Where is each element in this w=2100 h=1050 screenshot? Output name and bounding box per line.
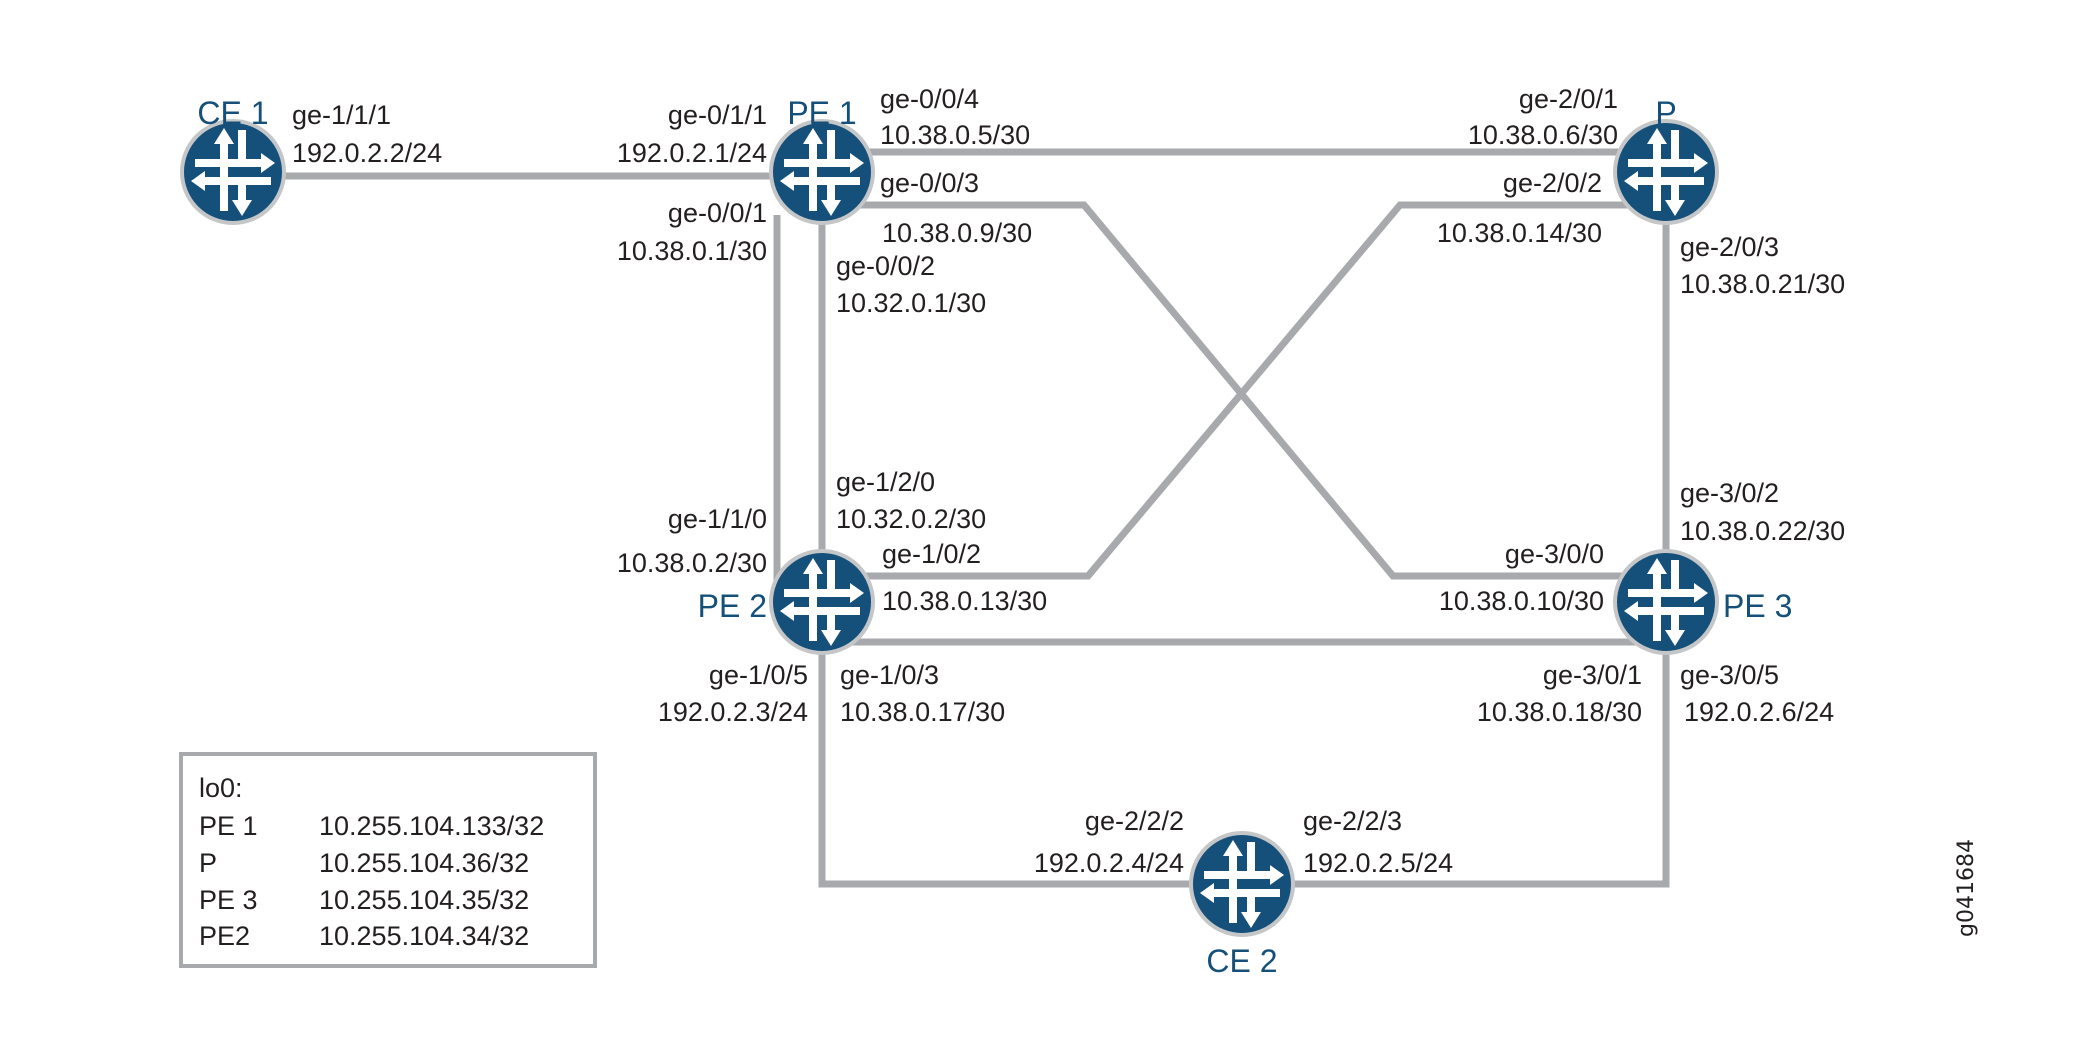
- interface-name: ge-0/0/2: [836, 251, 935, 281]
- legend-router: PE 3: [199, 885, 258, 915]
- link-pe3-ce2: [1242, 602, 1670, 888]
- router-icon-pe1[interactable]: [769, 119, 875, 225]
- interface-labels: ge-1/1/1 192.0.2.2/24 ge-0/1/1 192.0.2.1…: [292, 84, 1845, 878]
- interface-address: 192.0.2.6/24: [1684, 697, 1834, 727]
- interface-name: ge-3/0/1: [1543, 660, 1642, 690]
- interface-name: ge-1/1/1: [292, 100, 391, 130]
- router-name-p: P: [1655, 95, 1676, 131]
- interface-name: ge-0/1/1: [668, 100, 767, 130]
- links: [233, 148, 1670, 888]
- link-p-pe2: [860, 201, 1630, 580]
- link-pe2-ce2: [818, 602, 1242, 888]
- router-name-pe3: PE 3: [1723, 588, 1792, 624]
- interface-name: ge-2/0/2: [1503, 168, 1602, 198]
- figure-id: g041684: [1954, 839, 1979, 937]
- router-icon-ce2[interactable]: [1189, 831, 1295, 937]
- legend-address: 10.255.104.34/32: [319, 921, 529, 951]
- interface-address: 192.0.2.3/24: [658, 697, 808, 727]
- legend-box: [179, 752, 597, 968]
- interface-name: ge-3/0/5: [1680, 660, 1779, 690]
- legend-address: 10.255.104.133/32: [319, 811, 544, 841]
- interface-address: 10.38.0.22/30: [1680, 516, 1845, 546]
- interface-address: 192.0.2.4/24: [1034, 848, 1184, 878]
- interface-address: 10.38.0.5/30: [880, 120, 1030, 150]
- link-pe1-pe3: [860, 201, 1630, 580]
- router-icon-p[interactable]: [1613, 119, 1719, 225]
- interface-name: ge-1/0/2: [882, 539, 981, 569]
- loopback-legend: lo0: PE 1 10.255.104.133/32 P 10.255.104…: [179, 752, 597, 968]
- interface-address: 10.38.0.2/30: [617, 548, 767, 578]
- interface-address: 10.32.0.1/30: [836, 288, 986, 318]
- interface-address: 10.38.0.9/30: [882, 218, 1032, 248]
- legend-address: 10.255.104.36/32: [319, 848, 529, 878]
- router-icon-pe3[interactable]: [1613, 549, 1719, 655]
- interface-address: 10.38.0.13/30: [882, 586, 1047, 616]
- interface-name: ge-2/0/3: [1680, 232, 1779, 262]
- legend-title: lo0:: [199, 773, 243, 803]
- interface-address: 192.0.2.2/24: [292, 138, 442, 168]
- interface-address: 10.38.0.1/30: [617, 236, 767, 266]
- interface-address: 10.32.0.2/30: [836, 504, 986, 534]
- interface-address: 10.38.0.14/30: [1437, 218, 1602, 248]
- interface-address: 10.38.0.6/30: [1468, 120, 1618, 150]
- interface-address: 10.38.0.17/30: [840, 697, 1005, 727]
- interface-address: 10.38.0.21/30: [1680, 269, 1845, 299]
- router-icon-ce1[interactable]: [180, 119, 286, 225]
- interface-name: ge-1/0/5: [709, 660, 808, 690]
- legend-router: PE2: [199, 921, 250, 951]
- interface-name: ge-3/0/2: [1680, 478, 1779, 508]
- interface-address: 192.0.2.1/24: [617, 138, 767, 168]
- legend-address: 10.255.104.35/32: [319, 885, 529, 915]
- legend-router: P: [199, 848, 217, 878]
- interface-address: 192.0.2.5/24: [1303, 848, 1453, 878]
- interface-name: ge-2/0/1: [1519, 84, 1618, 114]
- interface-address: 10.38.0.10/30: [1439, 586, 1604, 616]
- interface-name: ge-2/2/2: [1085, 806, 1184, 836]
- interface-name: ge-2/2/3: [1303, 806, 1402, 836]
- interface-name: ge-1/2/0: [836, 467, 935, 497]
- router-name-pe2: PE 2: [698, 588, 767, 624]
- interface-name: ge-0/0/3: [880, 168, 979, 198]
- interface-name: ge-0/0/1: [668, 198, 767, 228]
- router-icon-pe2[interactable]: [769, 549, 875, 655]
- interface-address: 10.38.0.18/30: [1477, 697, 1642, 727]
- router-name-pe1: PE 1: [787, 95, 856, 131]
- router-name-ce2: CE 2: [1206, 943, 1277, 979]
- interface-name: ge-1/1/0: [668, 504, 767, 534]
- interface-name: ge-0/0/4: [880, 84, 979, 114]
- interface-name: ge-3/0/0: [1505, 539, 1604, 569]
- router-name-ce1: CE 1: [197, 95, 268, 131]
- interface-name: ge-1/0/3: [840, 660, 939, 690]
- legend-router: PE 1: [199, 811, 258, 841]
